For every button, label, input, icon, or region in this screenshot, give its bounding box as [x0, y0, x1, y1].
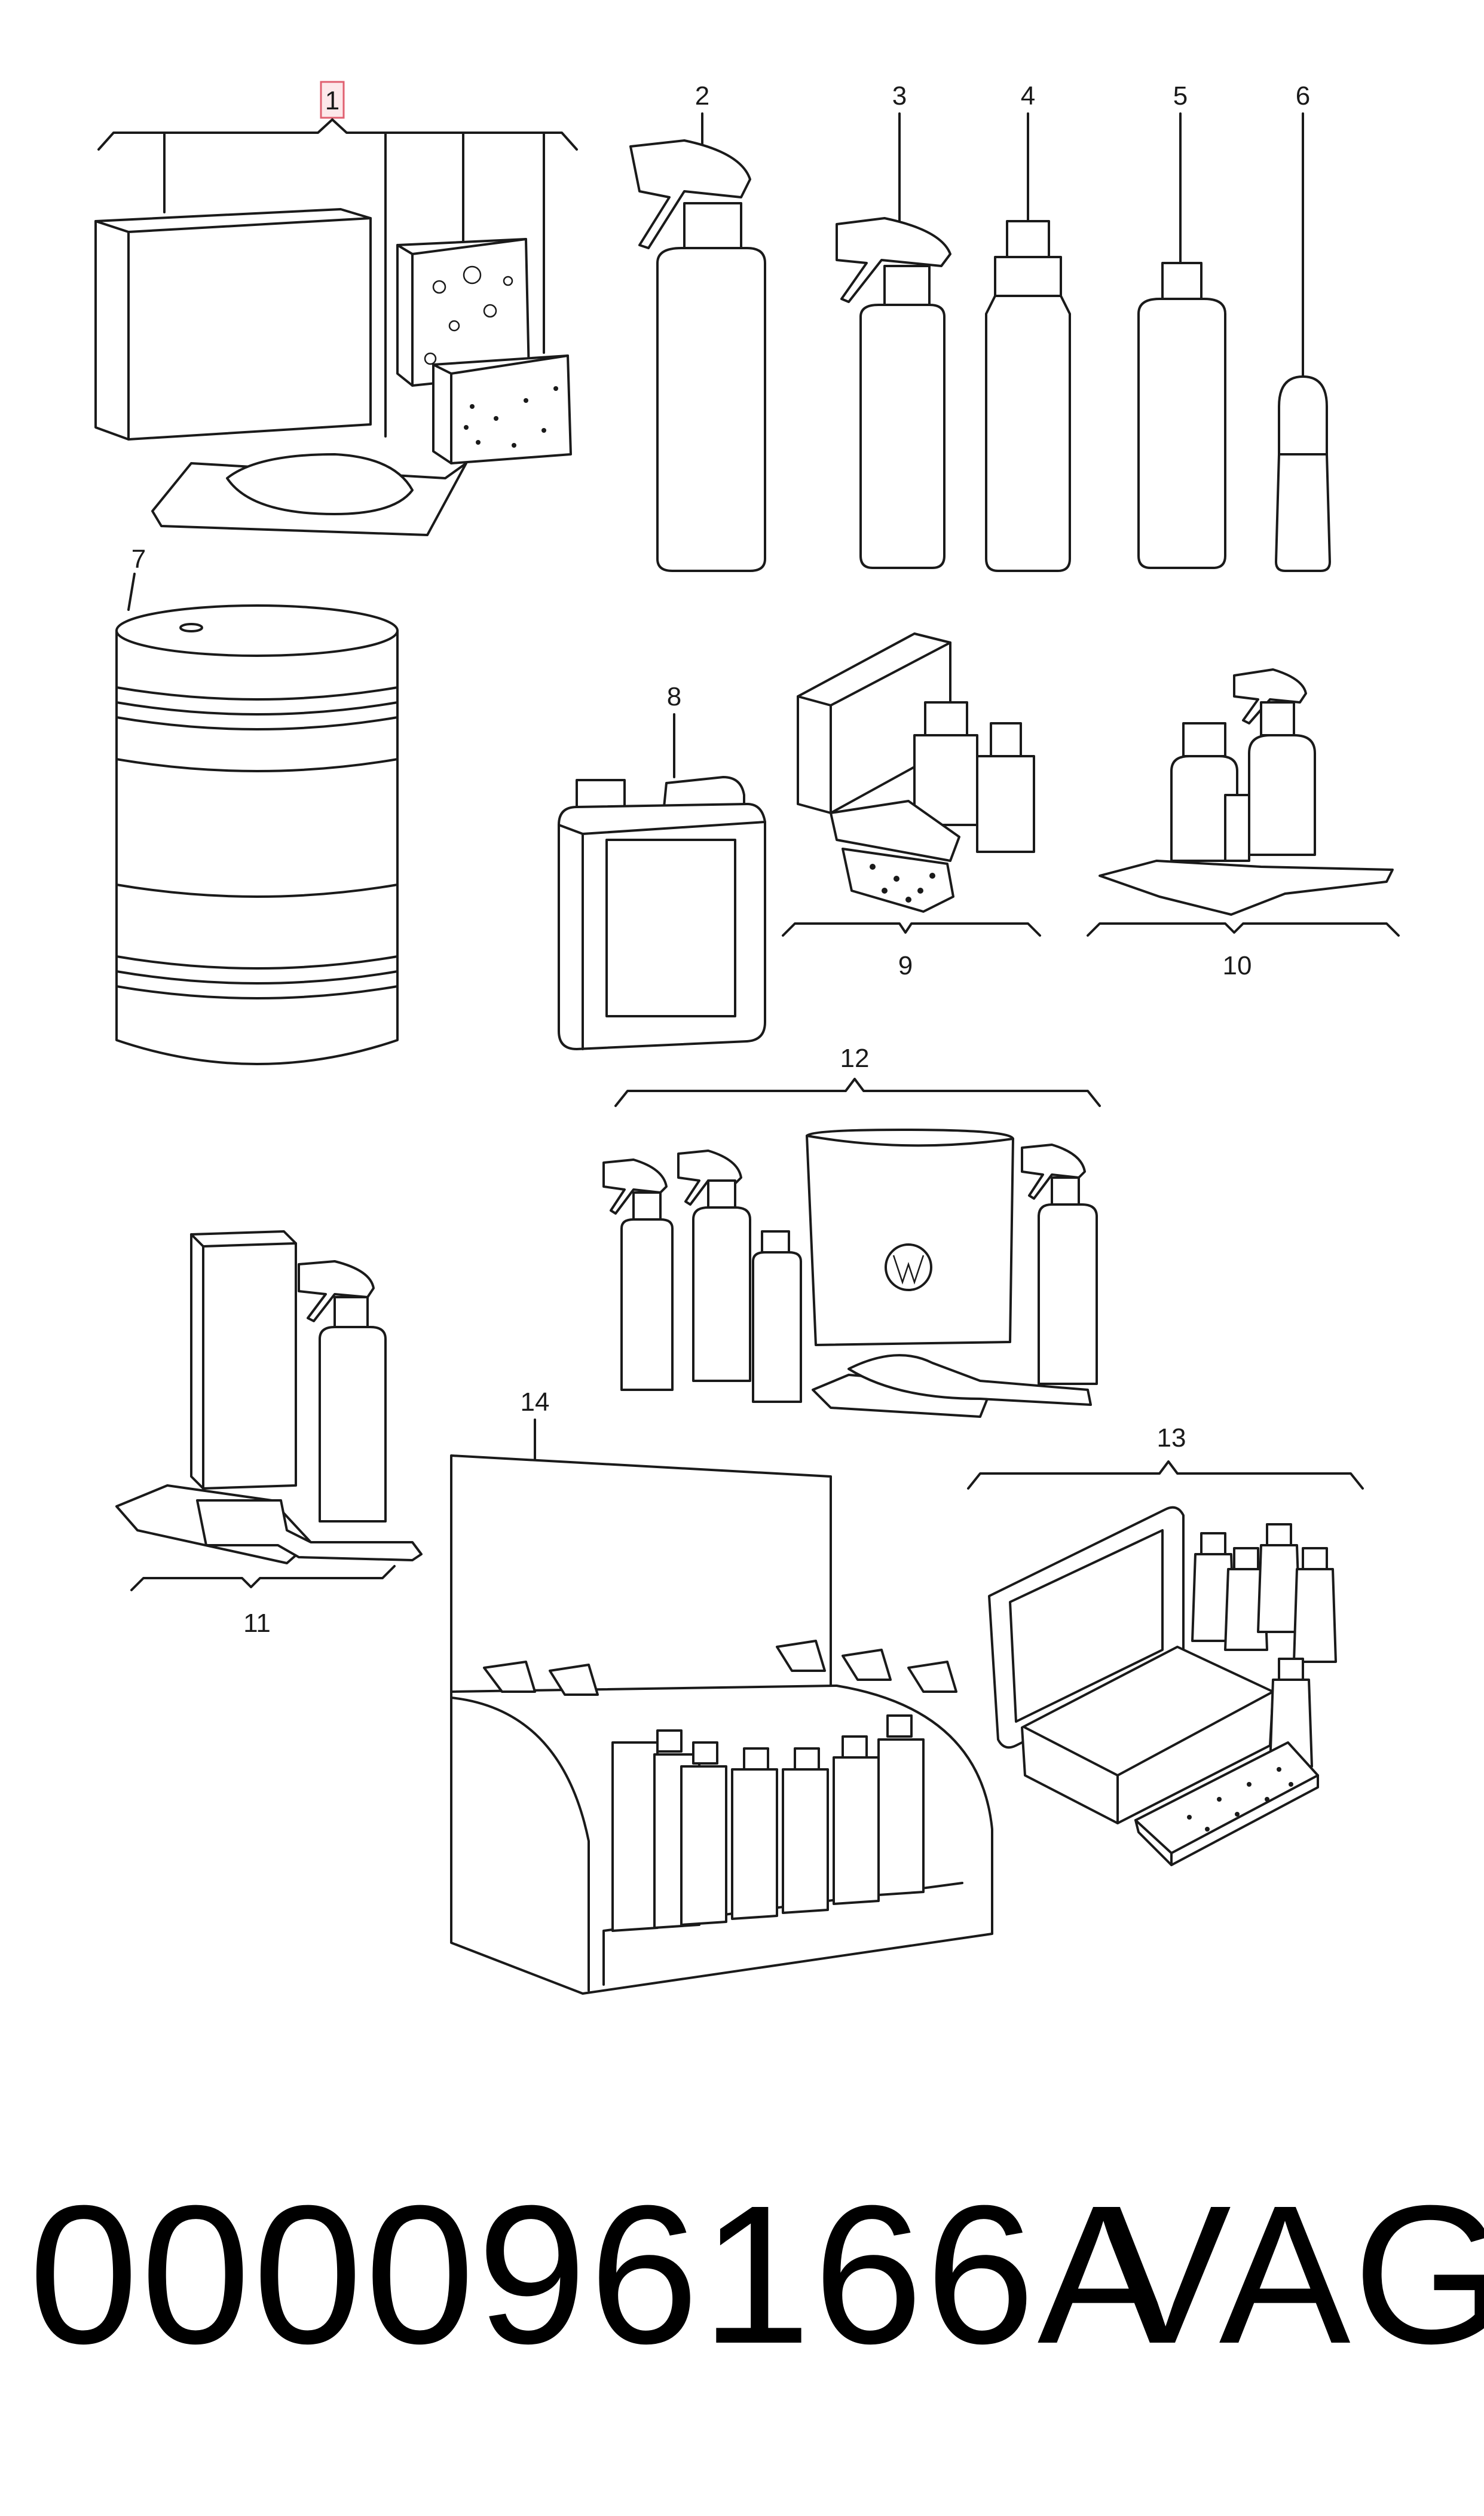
callout-12[interactable]: 12 — [840, 1044, 870, 1073]
callout-10[interactable]: 10 — [1223, 951, 1252, 980]
callout-2[interactable]: 2 — [695, 81, 709, 111]
item-4-bottle: 4 — [985, 81, 1071, 572]
item-12-set: 12 — [602, 1044, 1101, 1418]
item-6-small-bottle: 6 — [1275, 81, 1331, 572]
callout-9[interactable]: 9 — [898, 951, 913, 980]
item-14-display-stand: 14 — [450, 1387, 993, 1995]
brand-label: VAG — [1100, 2164, 1484, 2384]
callout-5[interactable]: 5 — [1173, 81, 1188, 111]
callout-13[interactable]: 13 — [1157, 1423, 1186, 1453]
callout-3[interactable]: 3 — [892, 81, 907, 111]
footer: 000096166A VAG — [0, 2176, 1484, 2427]
parts-diagram: 1 2 3 — [94, 81, 1400, 1995]
item-3-spray-bottle: 3 — [836, 81, 951, 569]
callout-8[interactable]: 8 — [667, 682, 681, 711]
callout-11[interactable]: 11 — [243, 1609, 271, 1638]
callout-6[interactable]: 6 — [1296, 81, 1310, 111]
callout-7[interactable]: 7 — [131, 545, 146, 574]
item-9-kit: 9 — [782, 632, 1041, 980]
item-10-kit: 10 — [1087, 668, 1400, 980]
item-13-case-set: 13 — [967, 1423, 1364, 1866]
item-7-drum: 7 — [115, 545, 399, 1065]
callout-4[interactable]: 4 — [1021, 81, 1035, 111]
item-11-set: 11 — [115, 1230, 423, 1638]
item-8-canister: 8 — [558, 682, 766, 1050]
callout-1-highlight — [320, 81, 345, 119]
callout-14[interactable]: 14 — [521, 1387, 550, 1417]
part-number: 000096166A — [29, 2164, 1171, 2384]
item-5-bottle: 5 — [1137, 81, 1226, 569]
callout-1[interactable]: 1 — [325, 86, 339, 115]
item-2-spray-bottle: 2 — [629, 81, 766, 572]
item-1-care-set: 1 — [94, 81, 578, 536]
